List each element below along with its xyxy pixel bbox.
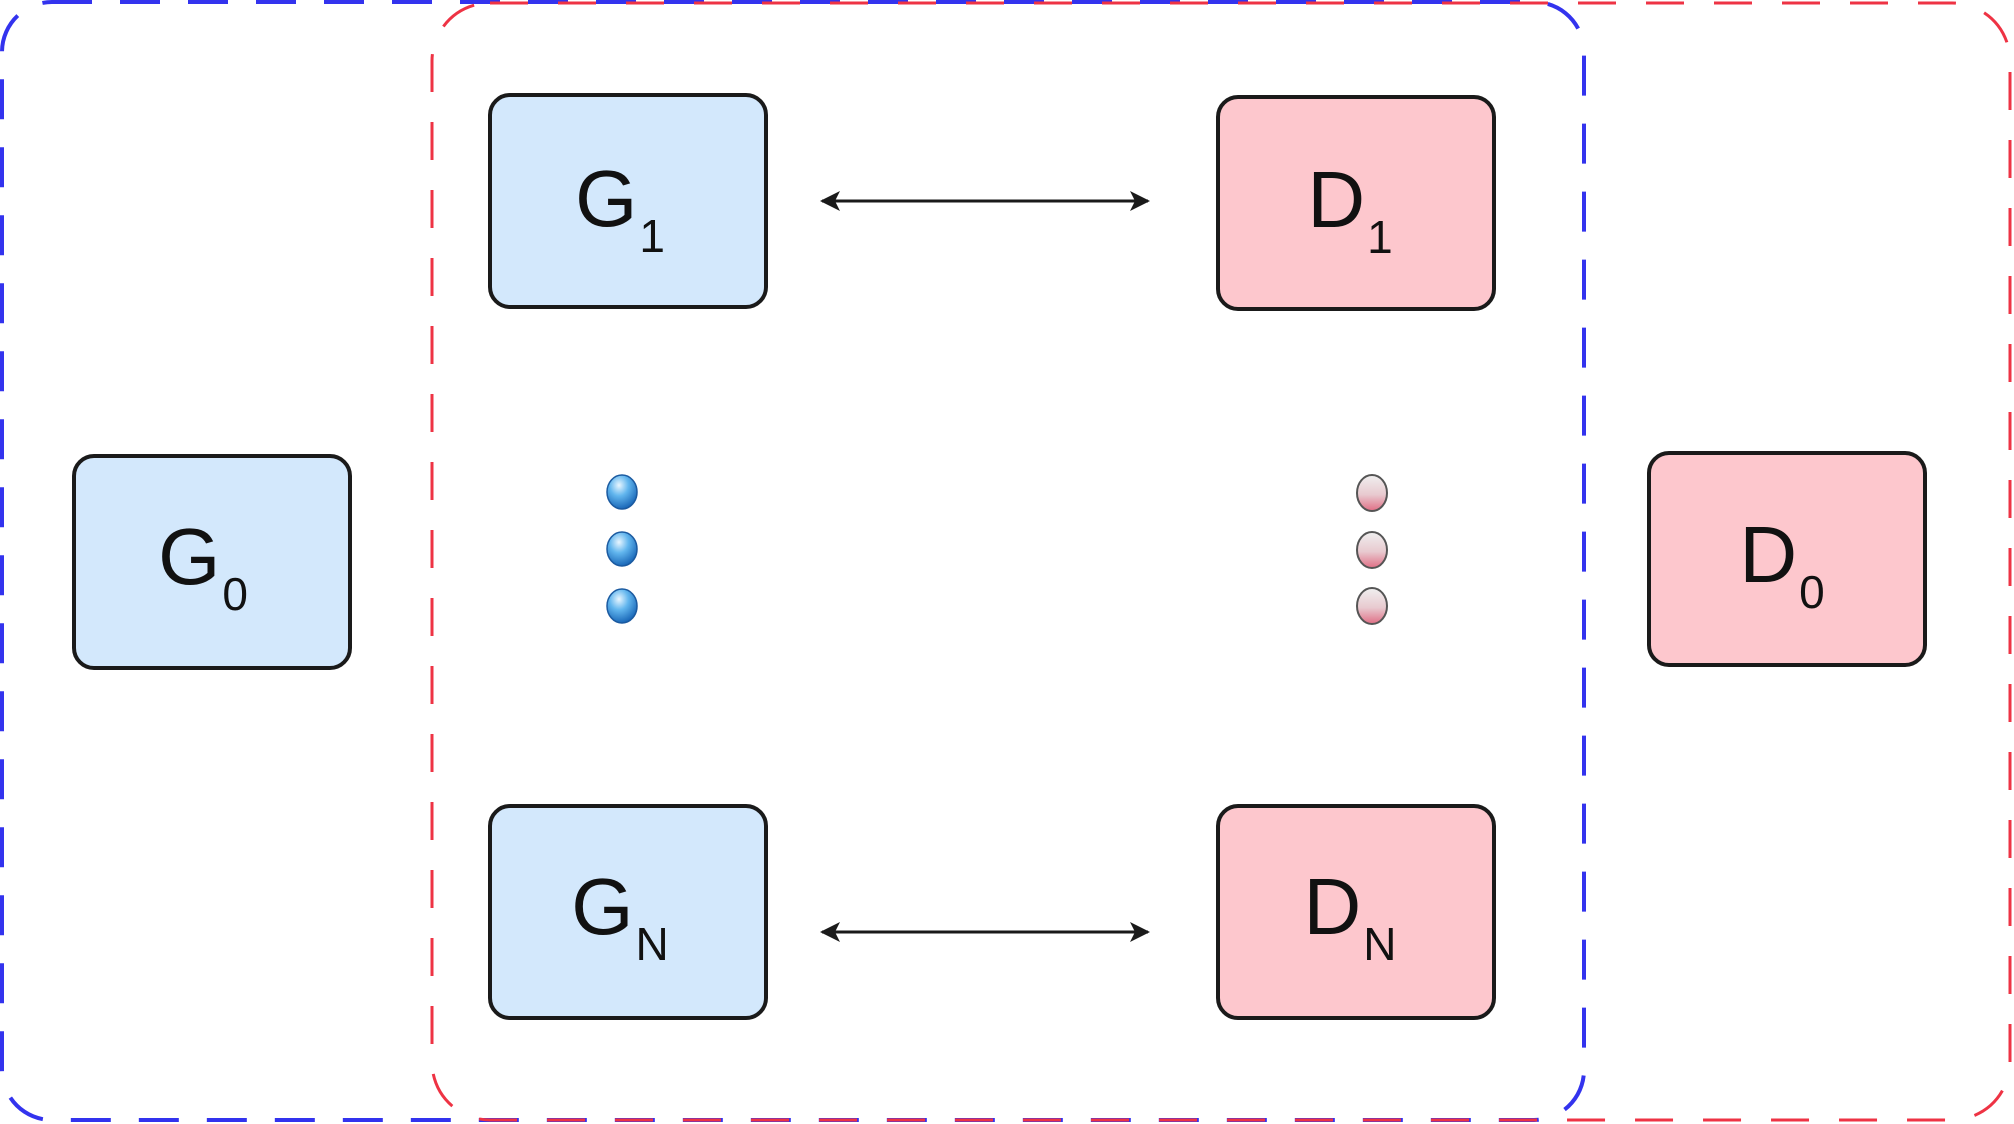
d0-label: D0 — [1739, 510, 1824, 618]
generator-gn-box: GN — [488, 804, 768, 1020]
discriminator-dn-box: DN — [1216, 804, 1496, 1020]
blue-dashed-group — [0, 0, 1586, 1122]
generator-g1-box: G1 — [488, 93, 768, 309]
dn-label: DN — [1303, 862, 1396, 970]
red-dashed-group — [430, 1, 2012, 1122]
ellipsis-dot — [606, 531, 638, 567]
ellipsis-dot — [1356, 474, 1388, 512]
gn-label: GN — [571, 862, 668, 970]
generator-ellipsis — [606, 474, 638, 624]
ellipsis-dot — [1356, 531, 1388, 569]
g0-label: G0 — [158, 512, 248, 620]
ellipsis-dot — [1356, 587, 1388, 625]
discriminator-d1-box: D1 — [1216, 95, 1496, 311]
discriminator-d0-box: D0 — [1647, 451, 1927, 667]
discriminator-ellipsis — [1356, 474, 1388, 625]
ellipsis-dot — [606, 588, 638, 624]
d1-label: D1 — [1307, 155, 1392, 263]
generator-g0-box: G0 — [72, 454, 352, 670]
g1-label: G1 — [575, 154, 665, 262]
ellipsis-dot — [606, 474, 638, 510]
